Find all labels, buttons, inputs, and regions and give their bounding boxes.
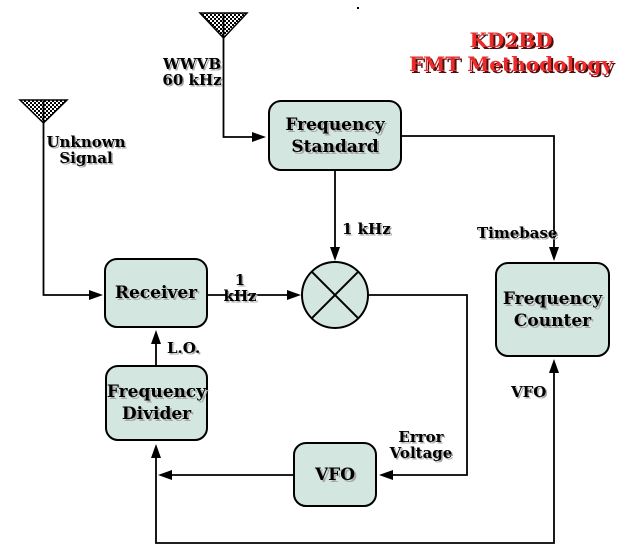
node-vfo: VFO	[293, 442, 377, 507]
label-local-oscillator: L.O.	[167, 339, 201, 357]
label-timebase: Timebase	[477, 224, 558, 242]
label-wwvb-60khz: WWVB 60 kHz	[162, 55, 222, 89]
wire-divider-to-receiver	[151, 330, 161, 365]
wire-receiver-to-mixer	[208, 290, 301, 300]
wire-standard-to-mixer	[330, 171, 340, 261]
antenna-unknown-signal-icon	[18, 99, 103, 300]
node-frequency-standard: Frequency Standard	[268, 100, 402, 171]
title-line-callsign: KD2BD	[469, 28, 553, 52]
node-frequency-divider: Frequency Divider	[105, 365, 208, 441]
node-receiver: Receiver	[104, 258, 208, 328]
title-line-methodology: FMT Methodology	[408, 52, 614, 76]
wire-mixer-to-vfo	[368, 294, 468, 480]
label-vfo-feed: VFO	[511, 383, 547, 401]
stray-dot	[357, 7, 359, 9]
mixer-icon	[301, 261, 369, 329]
label-error-voltage: Error Voltage	[389, 428, 453, 462]
wire-vfo-to-junction	[158, 470, 293, 480]
diagram-title: KD2BD FMT Methodology	[396, 28, 626, 76]
wire-vfo-feedback-path	[151, 359, 559, 544]
wire-standard-to-counter	[402, 135, 559, 261]
label-1khz-receiver: 1 kHz	[223, 271, 257, 305]
label-1khz-standard: 1 kHz	[342, 220, 391, 238]
label-unknown-signal: Unknown Signal	[46, 133, 126, 167]
node-frequency-counter: Frequency Counter	[495, 262, 610, 357]
antenna-wwvb-icon	[198, 12, 266, 142]
